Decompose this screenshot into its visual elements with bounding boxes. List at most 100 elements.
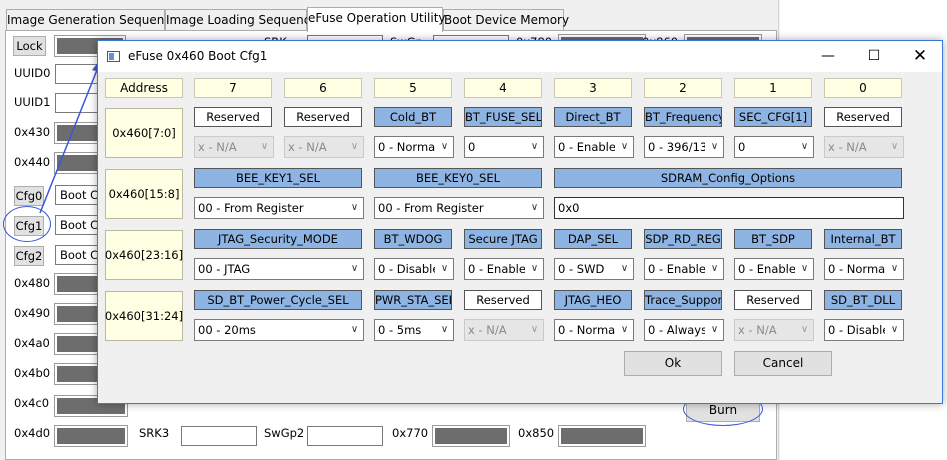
chevron-down-icon[interactable]: ∨ [886,320,903,340]
chevron-down-icon[interactable]: ∨ [346,137,363,157]
select-reserved-bit7[interactable]: x - N/A∨ [194,136,274,158]
chevron-down-icon[interactable]: ∨ [796,320,813,340]
select-sec-cfg1[interactable]: 0∨ [734,136,814,158]
chevron-down-icon[interactable]: ∨ [706,137,723,157]
efuse-cfg1-dialog: eFuse 0x460 Boot Cfg1 — ☐ ✕ Address 7 6 … [97,40,943,404]
select-bt-frequency[interactable]: 0 - 396/132∨ [644,136,724,158]
select-reserved-bit5[interactable]: x - N/A∨ [464,319,544,341]
select-sdp-rd-reg[interactable]: 0 - Enabled∨ [644,258,724,280]
select-jtag-security-mode[interactable]: 00 - JTAG∨ [194,258,364,280]
cfg2-button[interactable]: Cfg2 [14,246,44,266]
lock-button[interactable]: Lock [13,36,46,56]
select-internal-bt[interactable]: 0 - Normal∨ [824,258,904,280]
tab-boot-device-memory[interactable]: Boot Device Memory [443,9,569,31]
select-value: x - N/A [738,323,777,337]
chevron-down-icon[interactable]: ∨ [796,259,813,279]
field-sec-cfg1: SEC_CFG[1] [734,107,812,127]
field-cold-bt: Cold_BT [374,107,452,127]
tab-image-generation[interactable]: Image Generation Sequence [6,9,178,31]
field-trace-support: Trace_Support [644,290,722,310]
fuse-0x4d0-value [54,425,128,447]
fuse-0x770-label: 0x770 [392,426,429,440]
close-icon[interactable]: ✕ [912,46,928,66]
tab-image-loading[interactable]: Image Loading Sequence [165,9,318,31]
field-secure-jtag: Secure JTAG [464,229,542,249]
tab-efuse-utility[interactable]: eFuse Operation Utility [307,7,446,32]
chevron-down-icon[interactable]: ∨ [616,259,633,279]
dialog-titlebar: eFuse 0x460 Boot Cfg1 — ☐ ✕ [98,41,942,72]
sdram-config-input[interactable]: 0x0 [554,197,904,219]
select-value: 0 - Enabled [558,140,615,154]
fuse-0x850-label: 0x850 [518,426,555,440]
field-direct-bt: Direct_BT [554,107,632,127]
chevron-down-icon[interactable]: ∨ [886,137,903,157]
select-value: 0 - SWD [558,262,605,276]
select-bee-key0-sel[interactable]: 00 - From Register∨ [374,197,544,219]
chevron-down-icon[interactable]: ∨ [256,137,273,157]
bit-header-2: 2 [644,78,722,98]
chevron-down-icon[interactable]: ∨ [706,320,723,340]
chevron-down-icon[interactable]: ∨ [526,137,543,157]
field-sdram-config-options: SDRAM_Config_Options [554,168,902,188]
address-0x460-7-0: 0x460[7:0] [105,108,183,158]
select-sd-bt-power-cycle-sel[interactable]: 00 - 20ms ∨ [194,319,364,341]
field-sdp-rd-reg: SDP_RD_REG [644,229,722,249]
minimize-icon[interactable]: — [821,48,835,64]
select-direct-bt[interactable]: 0 - Enabled∨ [554,136,634,158]
chevron-down-icon[interactable]: ∨ [616,320,633,340]
fuse-0x4c0-label: 0x4c0 [14,396,50,410]
field-bt-sdp: BT_SDP [734,229,812,249]
select-value: 0 - Disable [378,262,435,276]
window-app-icon [107,51,120,62]
chevron-down-icon[interactable]: ∨ [706,259,723,279]
select-value: 0 - Normal [378,140,435,154]
fuse-0x850-value [558,425,646,447]
field-dap-sel: DAP_SEL [554,229,632,249]
select-value: 00 - 20ms [198,323,256,337]
cfg1-highlight-circle [3,206,51,242]
chevron-down-icon[interactable]: ∨ [526,198,543,218]
chevron-down-icon[interactable]: ∨ [616,137,633,157]
swgp2-label: SwGp2 [264,426,305,440]
select-trace-support[interactable]: 0 - Always∨ [644,319,724,341]
fuse-0x4d0-field[interactable] [181,426,257,446]
fuse-0x480-label: 0x480 [14,276,51,290]
select-secure-jtag[interactable]: 0 - Enabled∨ [464,258,544,280]
select-dap-sel[interactable]: 0 - SWD ∨ [554,258,634,280]
chevron-down-icon[interactable]: ∨ [886,259,903,279]
chevron-down-icon[interactable]: ∨ [436,320,453,340]
chevron-down-icon[interactable]: ∨ [346,198,363,218]
cancel-button[interactable]: Cancel [734,351,832,376]
chevron-down-icon[interactable]: ∨ [526,320,543,340]
swgp2-field[interactable] [307,426,383,446]
select-value: 0 - Enabled [468,262,525,276]
cfg0-button[interactable]: Cfg0 [14,186,44,206]
fuse-0x4b0-label: 0x4b0 [14,366,51,380]
select-sd-bt-dll[interactable]: 0 - Disable∨ [824,319,904,341]
select-bt-fuse-sel[interactable]: 0∨ [464,136,544,158]
select-pwr-sta-sel[interactable]: 0 - 5ms∨ [374,319,454,341]
select-bee-key1-sel[interactable]: 00 - From Register∨ [194,197,364,219]
select-cold-bt[interactable]: 0 - Normal∨ [374,136,454,158]
ok-button[interactable]: Ok [624,351,722,376]
chevron-down-icon[interactable]: ∨ [796,137,813,157]
fuse-0x440-label: 0x440 [14,155,51,169]
bit-header-1: 1 [734,78,812,98]
chevron-down-icon[interactable]: ∨ [526,259,543,279]
chevron-down-icon[interactable]: ∨ [346,259,363,279]
select-reserved-bit6[interactable]: x - N/A∨ [284,136,364,158]
select-reserved-bit0[interactable]: x - N/A∨ [824,136,904,158]
select-jtag-heo[interactable]: 0 - Normal∨ [554,319,634,341]
maximize-icon[interactable]: ☐ [867,48,881,64]
field-sd-bt-dll: SD_BT_DLL [824,290,902,310]
field-reserved-bit0: Reserved [824,107,902,127]
chevron-down-icon[interactable]: ∨ [436,137,453,157]
chevron-down-icon[interactable]: ∨ [346,320,363,340]
select-bt-wdog[interactable]: 0 - Disable∨ [374,258,454,280]
bit-header-6: 6 [284,78,362,98]
field-jtag-heo: JTAG_HEO [554,290,632,310]
select-bt-sdp[interactable]: 0 - Enabled∨ [734,258,814,280]
select-value: 0 - Enabled [648,262,705,276]
chevron-down-icon[interactable]: ∨ [436,259,453,279]
select-reserved-bit1[interactable]: x - N/A ∨ [734,319,814,341]
